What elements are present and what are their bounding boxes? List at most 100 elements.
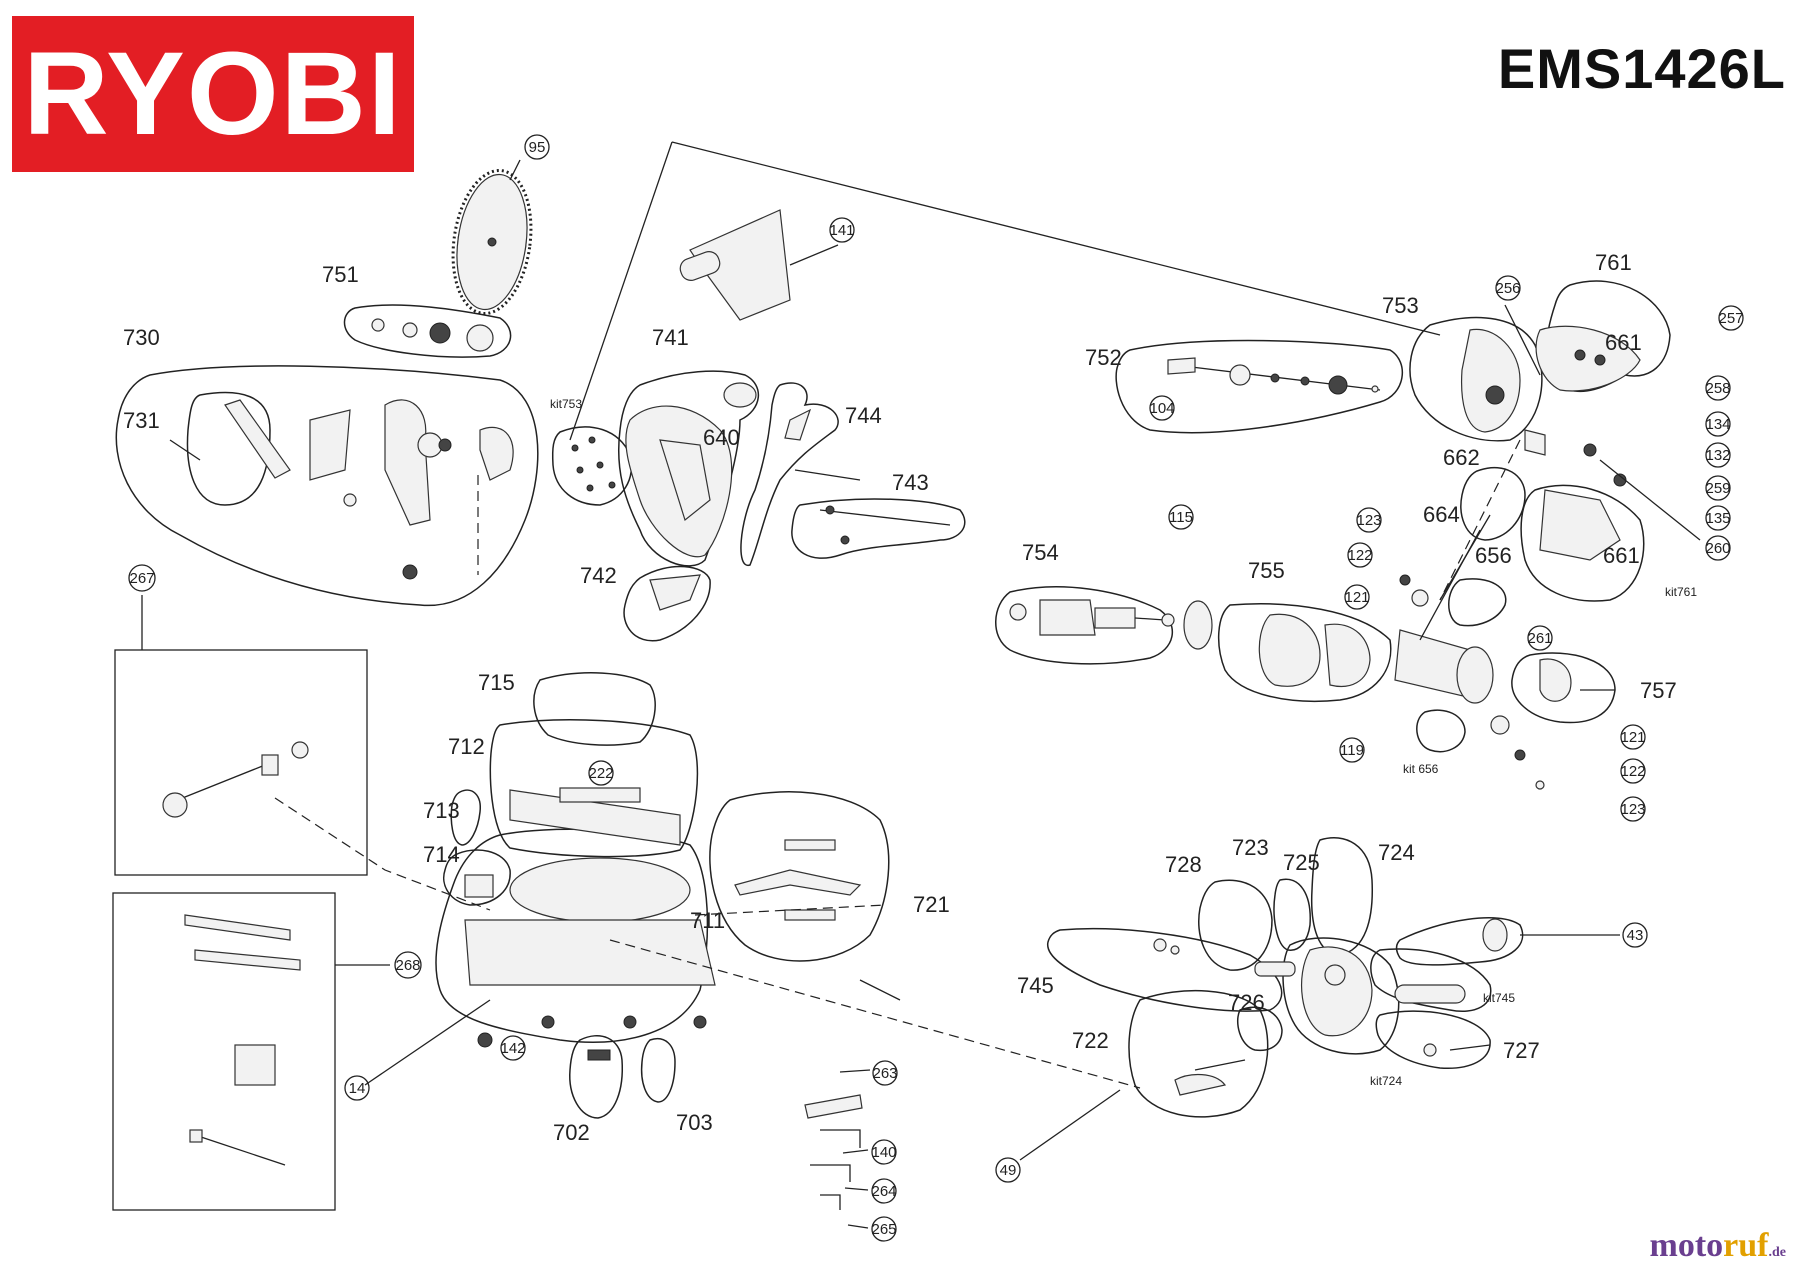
group-center-housing-outline: [1282, 937, 1400, 1055]
callout-259: 259: [1705, 475, 1731, 501]
callout-119-text: 119: [1340, 742, 1364, 759]
callout-267-text: 267: [129, 570, 154, 587]
group-703-outline: [640, 1038, 676, 1103]
group-728-outline: [1198, 879, 1273, 971]
label-662: 662: [1443, 445, 1480, 470]
watermark-accent: ruf: [1723, 1227, 1769, 1264]
group-kit745-outline: [1370, 948, 1492, 1012]
parts-kit753: [571, 436, 616, 492]
callout-121-top-text: 121: [1344, 589, 1369, 606]
callout-121-bottom-text: 121: [1620, 729, 1645, 746]
box-268: [112, 892, 336, 1211]
callout-123-bottom-text: 123: [1620, 801, 1645, 818]
label-725: 725: [1283, 850, 1320, 875]
kit-761-label: kit761: [1665, 585, 1697, 599]
callout-122-top: 122: [1347, 542, 1373, 568]
group-kit656-outline: [1416, 709, 1466, 753]
group-kit753-outline: [551, 426, 633, 506]
parts-752: [1167, 357, 1381, 395]
model-number: EMS1426L: [1497, 37, 1786, 100]
label-745: 745: [1017, 973, 1054, 998]
callout-122-bottom-text: 122: [1620, 763, 1645, 780]
parts-761: [1524, 325, 1641, 561]
callout-49-text: 49: [1000, 1162, 1017, 1179]
callout-121-bottom: 121: [1620, 724, 1646, 750]
armature-754: [1009, 599, 1175, 636]
callout-256: 256: [1495, 275, 1521, 301]
callout-222: 222: [588, 760, 614, 786]
label-755: 755: [1248, 558, 1285, 583]
callout-258: 258: [1705, 375, 1731, 401]
group-751-outline: [343, 304, 512, 358]
group-745-outline: [1047, 928, 1283, 1012]
kit-753-label: kit753: [550, 397, 582, 411]
callout-264: 264: [871, 1178, 897, 1204]
base-assembly: [464, 787, 716, 1061]
label-712: 712: [448, 734, 485, 759]
watermark-main: moto: [1649, 1227, 1724, 1264]
group-753-outline: [1409, 316, 1543, 442]
label-722: 722: [1072, 1028, 1109, 1053]
callout-257: 257: [1718, 305, 1744, 331]
group-727-outline: [1375, 1010, 1491, 1069]
label-656: 656: [1475, 543, 1512, 568]
group-702-outline: [569, 1035, 624, 1119]
group-43-outline: [1395, 917, 1524, 966]
group-712-outline: [489, 719, 699, 858]
group-757-outline: [1511, 652, 1616, 724]
handle-741: [625, 382, 757, 558]
group-722-outline: [1128, 989, 1269, 1118]
callout-123-bottom: 123: [1620, 796, 1646, 822]
motor-housing: [1394, 574, 1572, 790]
callout-263: 263: [872, 1060, 898, 1086]
callout-268: 268: [394, 951, 422, 979]
callout-115: 115: [1168, 504, 1194, 530]
label-751: 751: [322, 262, 359, 287]
callout-256-text: 256: [1495, 280, 1520, 297]
box-267: [114, 649, 368, 876]
callout-261: 261: [1527, 625, 1553, 651]
group-754-outline: [995, 586, 1174, 665]
ryobi-logo: RYOBI: [12, 16, 414, 172]
callout-104-text: 104: [1149, 400, 1174, 417]
callout-260-text: 260: [1705, 540, 1730, 557]
label-702: 702: [553, 1120, 590, 1145]
callout-132: 132: [1705, 442, 1731, 468]
group-742-outline: [623, 565, 711, 642]
label-752: 752: [1085, 345, 1122, 370]
guard-141: [679, 209, 791, 321]
group-752-outline: [1115, 339, 1404, 434]
group-664-outline: [1460, 466, 1526, 541]
callout-259-text: 259: [1705, 480, 1730, 497]
callout-132-text: 132: [1705, 447, 1730, 464]
callout-122-bottom: 122: [1620, 758, 1646, 784]
callout-257-text: 257: [1718, 310, 1743, 327]
callout-122-top-text: 122: [1347, 547, 1372, 564]
callout-95: 95: [524, 134, 550, 160]
label-723: 723: [1232, 835, 1269, 860]
bevel-assembly-721: [734, 839, 862, 921]
callout-115-text: 115: [1169, 509, 1193, 526]
callout-260: 260: [1705, 535, 1731, 561]
brand-text: RYOBI: [23, 28, 403, 160]
leader-lines: [141, 141, 1701, 1229]
label-703: 703: [676, 1110, 713, 1135]
label-714: 714: [423, 842, 460, 867]
label-664: 664: [1423, 502, 1460, 527]
callout-119: 119: [1339, 737, 1365, 763]
watermark-tld: .de: [1768, 1245, 1787, 1260]
callout-261-text: 261: [1527, 630, 1552, 647]
label-742: 742: [580, 563, 617, 588]
callout-123-top-text: 123: [1356, 512, 1381, 529]
label-721: 721: [913, 892, 950, 917]
callout-141: 141: [829, 217, 855, 243]
callout-142-text: 142: [500, 1040, 525, 1057]
group-744-outline: [740, 382, 839, 566]
handle-assembly-center: [1153, 918, 1508, 1096]
callout-263-text: 263: [872, 1065, 897, 1082]
label-753: 753: [1382, 293, 1419, 318]
callout-14-text: 14: [349, 1080, 366, 1097]
parts-751: [371, 318, 494, 352]
label-726: 726: [1228, 990, 1265, 1015]
